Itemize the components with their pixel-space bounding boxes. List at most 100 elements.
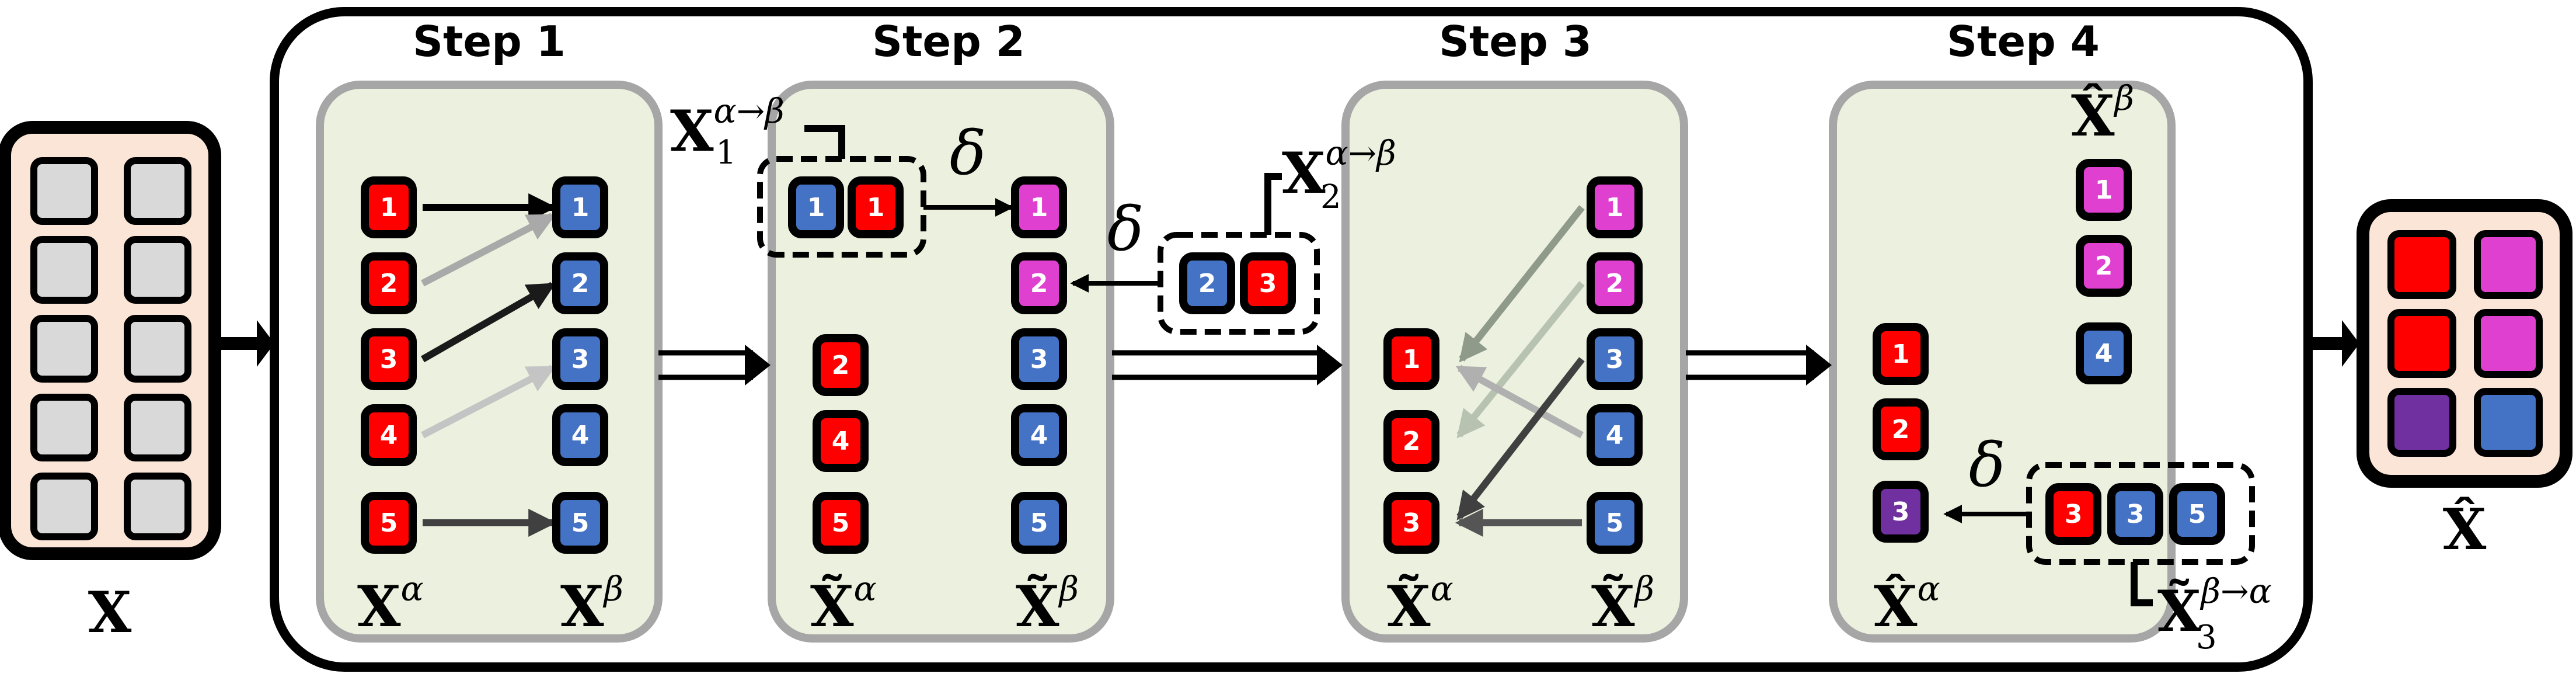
- step2-merge-arrows: [923, 198, 1160, 293]
- token-block-s1-alpha: 3: [361, 328, 417, 390]
- token-block-s1-beta: 1: [552, 176, 608, 238]
- token-block-box: [361, 176, 417, 238]
- token-block-box: [2169, 483, 2225, 545]
- token-block-box: [2045, 483, 2101, 545]
- token-block-number: 2: [1892, 415, 1910, 445]
- token-block-number: 3: [2065, 499, 2083, 529]
- output-cell-red: [2387, 309, 2456, 378]
- match-arrow: [421, 282, 556, 363]
- token-block-box: [788, 176, 844, 238]
- token-block-number: 2: [1030, 269, 1048, 298]
- delta-symbol: δ: [1969, 429, 2006, 501]
- token-block-number: 2: [2095, 251, 2113, 281]
- token-block-box: [1383, 410, 1439, 472]
- token-block-s4-beta: 4: [2076, 322, 2132, 384]
- token-block-box: [1011, 492, 1067, 554]
- token-block-s3-alpha: 2: [1383, 410, 1439, 472]
- token-block-number: 3: [571, 345, 590, 374]
- output-cell-pink: [2474, 309, 2543, 378]
- input-cell: [124, 157, 191, 225]
- s1-alpha-label: Xα: [357, 569, 424, 640]
- output-grid: [2387, 230, 2543, 457]
- group1-bracket: [804, 125, 845, 159]
- token-block-s3-beta: 5: [1587, 492, 1643, 554]
- token-block-s2-alpha: 2: [813, 334, 869, 396]
- token-block-box: [1873, 398, 1929, 460]
- token-block-box: [813, 410, 869, 472]
- group2-subscript: 2: [1320, 178, 1341, 216]
- output-cell-pink: [2474, 230, 2543, 299]
- input-cell: [30, 473, 98, 540]
- token-block-box: [552, 328, 608, 390]
- input-cell: [124, 236, 191, 304]
- unmerge-arrow: [1456, 281, 1585, 439]
- input-cell: [124, 315, 191, 383]
- token-block-box: [1383, 328, 1439, 390]
- token-block-box: [552, 492, 608, 554]
- token-block-number: 1: [807, 193, 825, 223]
- s2-beta-label: X̃β: [1016, 569, 1079, 640]
- token-block-box: [813, 334, 869, 396]
- step4-title: Step 4: [1947, 17, 2100, 66]
- match-arrow: [421, 213, 556, 287]
- token-block-number: 2: [1606, 269, 1624, 298]
- delta-symbol: δ: [950, 117, 987, 189]
- token-block-box: [361, 328, 417, 390]
- token-block-number: 4: [832, 426, 850, 456]
- input-cell: [124, 394, 191, 461]
- token-block-box: [1873, 323, 1929, 385]
- token-block-s4-beta: 1: [2076, 159, 2132, 221]
- output-cell-blue: [2474, 388, 2543, 457]
- unmerge-arrow: [1456, 357, 1585, 520]
- token-block-number: 3: [380, 345, 398, 374]
- token-block-number: 3: [1030, 345, 1048, 374]
- token-block-box: [1011, 404, 1067, 466]
- token-block-number: 2: [1403, 426, 1421, 456]
- token-block-s1-beta: 3: [552, 328, 608, 390]
- step1-matching-arrows: [421, 193, 557, 537]
- group2-label: Xα→β: [1282, 133, 1396, 206]
- token-block-s2-beta: 2: [1011, 252, 1067, 314]
- token-block-number: 1: [380, 193, 398, 223]
- token-block-box: [848, 176, 904, 238]
- output-label: X̂: [2443, 497, 2487, 563]
- token-block-s3-alpha: 3: [1383, 492, 1439, 554]
- token-block-s3-beta: 3: [1587, 328, 1643, 390]
- token-block-number: 3: [1403, 508, 1421, 538]
- token-block-number: 5: [571, 508, 590, 538]
- token-block-number: 1: [867, 193, 885, 223]
- s3-beta-label: X̃β: [1591, 569, 1654, 640]
- token-block-s4-alpha: 3: [1873, 481, 1929, 543]
- token-block-number: 4: [2095, 339, 2113, 369]
- s4-beta-label: X̂β: [2071, 78, 2134, 149]
- step1-to-step2-arrow: [658, 345, 771, 386]
- token-block-number: 1: [571, 193, 590, 223]
- step1-title: Step 1: [413, 17, 566, 66]
- token-block-number: 4: [571, 421, 590, 450]
- token-block-s1-alpha: 4: [361, 404, 417, 466]
- token-block-number: 5: [832, 508, 850, 538]
- token-block-number: 3: [2127, 499, 2145, 529]
- token-block-box: [1011, 328, 1067, 390]
- token-block-s2-beta: 1: [1011, 176, 1067, 238]
- token-block-box: [1179, 252, 1235, 314]
- token-block-s3-beta: 4: [1587, 404, 1643, 466]
- token-block-box: [361, 252, 417, 314]
- token-block-s2-beta: 4: [1011, 404, 1067, 466]
- input-grid: [30, 157, 191, 540]
- token-block-s4-group3: 3: [2045, 483, 2101, 545]
- token-block-s3-beta: 1: [1587, 176, 1643, 238]
- output-arrow-head: [2342, 320, 2359, 367]
- token-block-s4-alpha: 2: [1873, 398, 1929, 460]
- token-block-s1-alpha: 1: [361, 176, 417, 238]
- token-block-number: 5: [380, 508, 398, 538]
- token-block-s2-group1: 1: [848, 176, 904, 238]
- input-cell: [30, 236, 98, 304]
- token-block-number: 4: [1030, 421, 1048, 450]
- token-block-s1-beta: 2: [552, 252, 608, 314]
- token-block-s1-beta: 5: [552, 492, 608, 554]
- input-cell: [124, 473, 191, 540]
- token-block-s4-group3: 3: [2107, 483, 2163, 545]
